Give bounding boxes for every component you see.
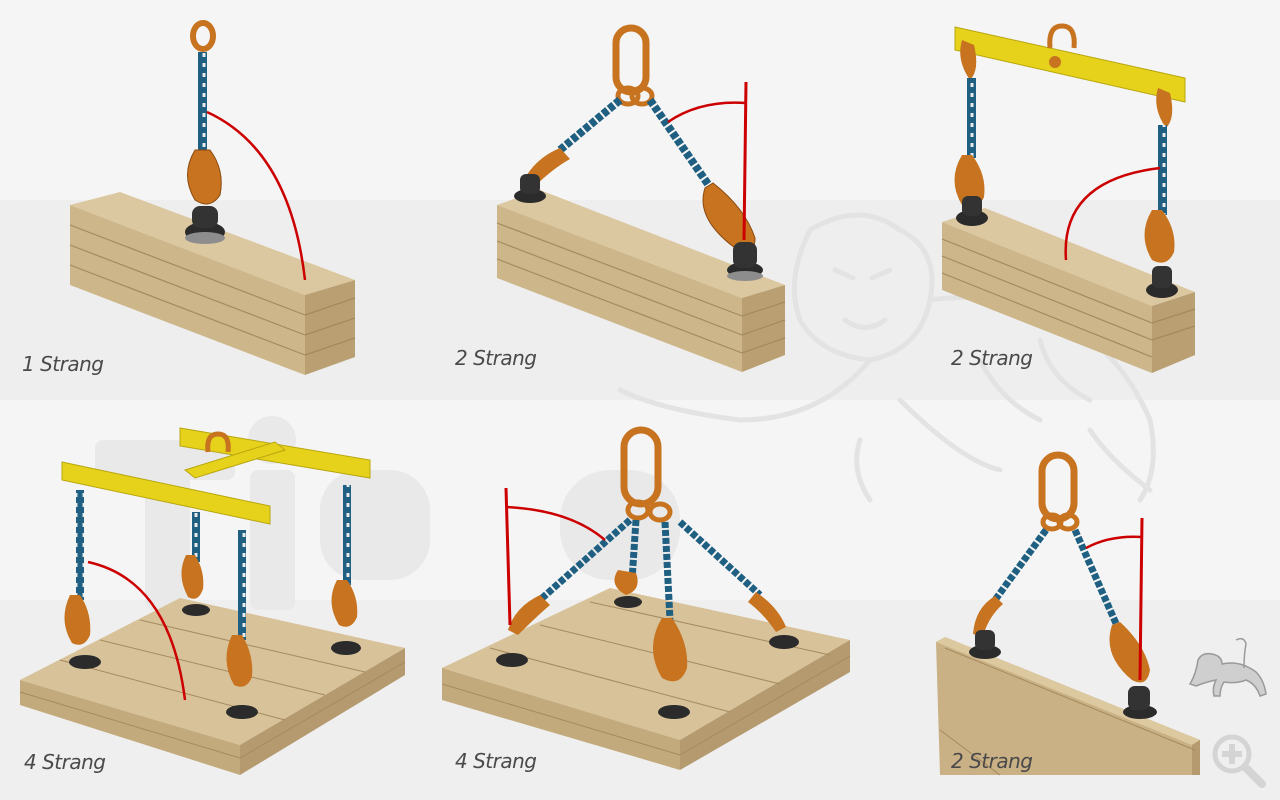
diagram-1-strang-single xyxy=(69,20,356,375)
diagram-4-strang-h-beam xyxy=(19,427,406,775)
diagram-label: 1 Strang xyxy=(22,352,104,376)
diagram-2-strang-master-link xyxy=(496,24,786,372)
diagram-3-strang-spreader-bar xyxy=(941,23,1196,373)
diagram-label: 2 Strang xyxy=(455,346,537,370)
diagram-label: 2 Strang xyxy=(951,346,1033,370)
zoom-in-button[interactable] xyxy=(1208,730,1270,792)
tiger-logo-icon xyxy=(1188,637,1267,697)
zoom-in-icon xyxy=(1212,734,1266,788)
diagram-label: 4 Strang xyxy=(455,749,537,773)
diagram-label: 2 Strang xyxy=(951,749,1033,773)
diagram-6-strang-wall-panel xyxy=(936,451,1200,776)
diagram-5-strang-master-link xyxy=(441,426,851,770)
diagram-label: 4 Strang xyxy=(24,750,106,774)
